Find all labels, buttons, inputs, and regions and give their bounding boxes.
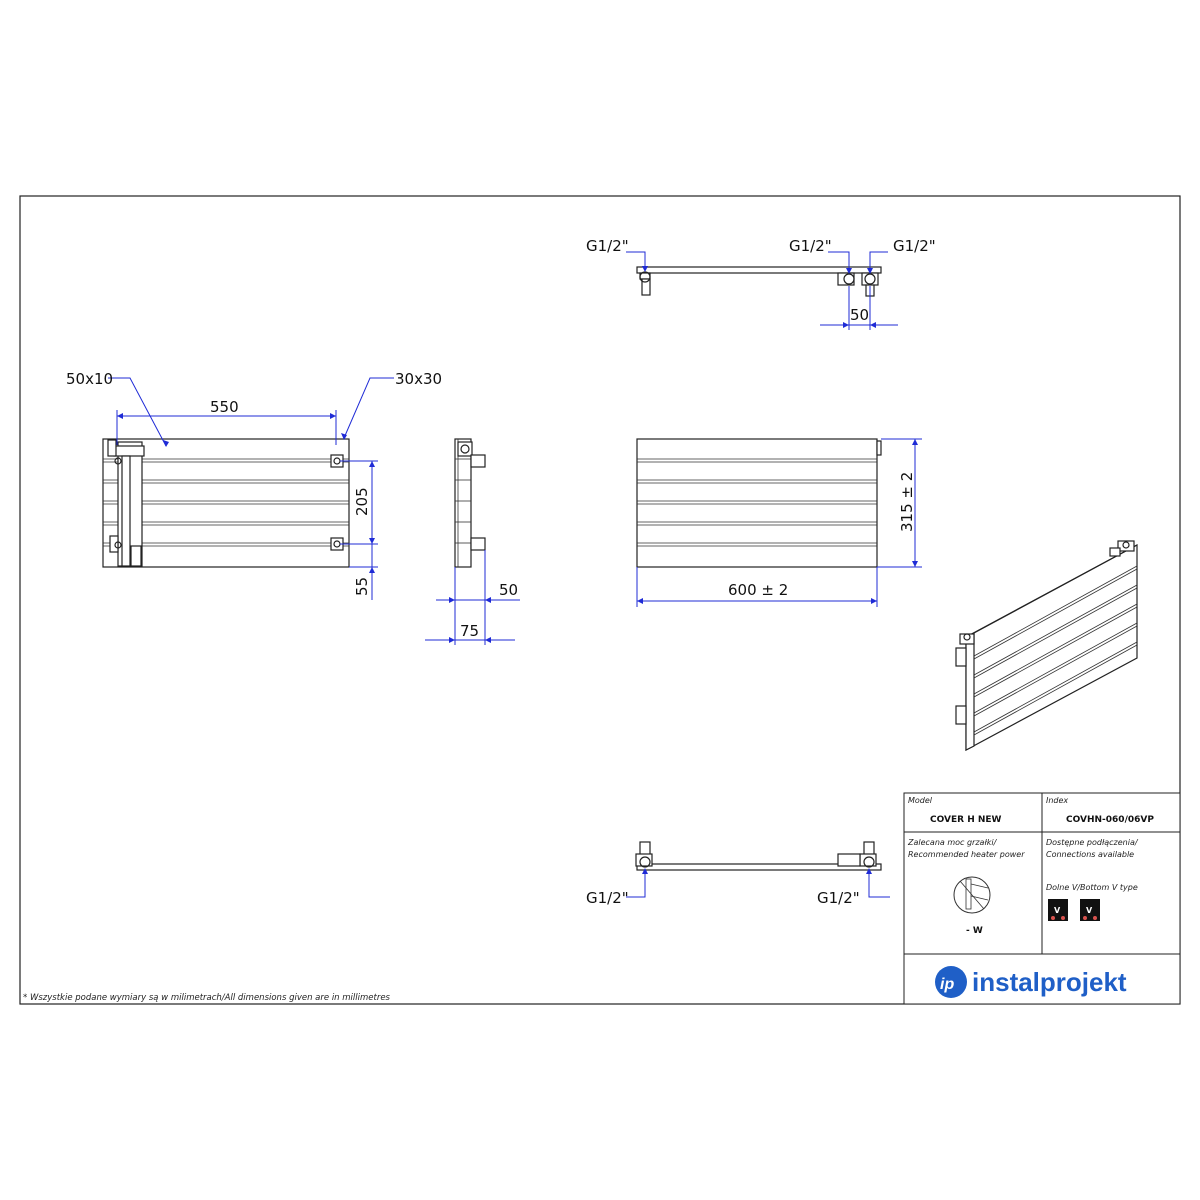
profile-depth-inner-dimension: 50 bbox=[499, 581, 518, 599]
model-label: Model bbox=[908, 796, 933, 805]
front-width-dimension: 600 ± 2 bbox=[728, 581, 788, 599]
connection-type-en: Bottom V type bbox=[1080, 883, 1138, 892]
profile-depth-outer-dimension: 75 bbox=[460, 622, 479, 640]
top-right-connection-label: G1/2" bbox=[893, 237, 936, 255]
bottom-offset-dimension: 55 bbox=[353, 577, 371, 596]
height-spacing-dimension: 205 bbox=[353, 487, 371, 516]
connection-badge-1-label: V bbox=[1054, 906, 1061, 915]
front-view bbox=[636, 438, 922, 607]
connections-label-pl: Dostępne podłączenia/ bbox=[1046, 838, 1139, 847]
bracket-spacing-dimension: 550 bbox=[210, 398, 239, 416]
bottom-left-connection-label: G1/2" bbox=[586, 889, 629, 907]
footnote-en: All dimensions given are in millimetres bbox=[224, 993, 391, 1003]
bottom-right-connection-label: G1/2" bbox=[817, 889, 860, 907]
top-mid-connection-label: G1/2" bbox=[789, 237, 832, 255]
bottom-view bbox=[626, 841, 890, 898]
top-spacing-dimension: 50 bbox=[850, 306, 869, 324]
footnote-pl: * Wszystkie podane wymiary są w milimetr… bbox=[23, 993, 226, 1003]
profile-view bbox=[425, 438, 520, 645]
brand-name: instalprojekt bbox=[972, 967, 1127, 997]
top-view bbox=[626, 251, 898, 330]
power-value: - W bbox=[966, 926, 983, 936]
connections-label-en: Connections available bbox=[1046, 850, 1134, 859]
index-value: COVHN-060/06VP bbox=[1066, 815, 1154, 825]
bracket-size-label: 30x30 bbox=[395, 370, 442, 388]
power-label-en: Recommended heater power bbox=[908, 850, 1025, 859]
brand-logo-icon bbox=[935, 966, 967, 998]
title-block bbox=[903, 792, 1181, 1005]
profile-size-label: 50x10 bbox=[66, 370, 113, 388]
side-view bbox=[102, 377, 394, 600]
model-value: COVER H NEW bbox=[930, 815, 1002, 825]
connection-badge-2 bbox=[1080, 899, 1100, 921]
connection-type-pl: Dolne V/ bbox=[1046, 883, 1081, 892]
connection-badge-1 bbox=[1048, 899, 1068, 921]
front-height-dimension: 315 ± 2 bbox=[898, 472, 916, 532]
brand-logo-text: ip bbox=[940, 976, 954, 993]
power-label-pl: Zalecana moc grzałki/ bbox=[907, 838, 998, 847]
drawing-frame bbox=[19, 195, 1181, 1005]
dimensions-footnote: * Wszystkie podane wymiary są w milimetr… bbox=[23, 993, 391, 1003]
connection-type-label: Dolne V/Bottom V type bbox=[1046, 883, 1138, 892]
isometric-view bbox=[955, 540, 1138, 752]
heater-power-icon bbox=[953, 876, 991, 914]
top-left-connection-label: G1/2" bbox=[586, 237, 629, 255]
index-label: Index bbox=[1046, 796, 1068, 805]
connection-badge-2-label: V bbox=[1086, 906, 1093, 915]
